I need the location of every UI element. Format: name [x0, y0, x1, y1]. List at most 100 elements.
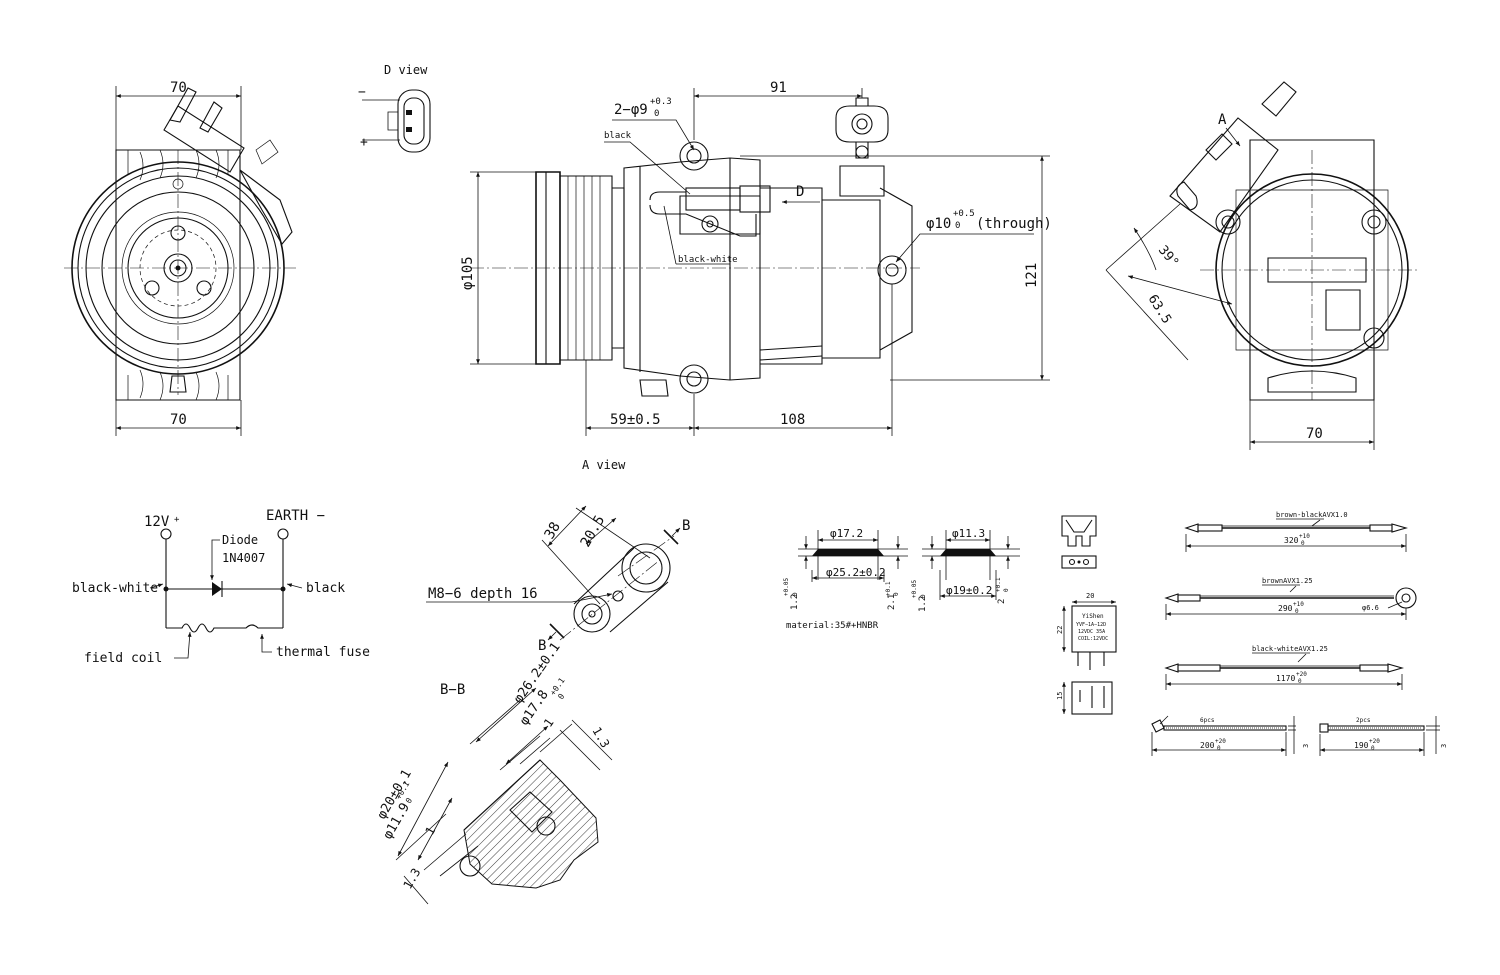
- bb-d178-tol-lower: 0: [556, 692, 566, 701]
- wire-black-white-label: black-white: [678, 255, 738, 265]
- ring2-width-upper: +0.1: [995, 577, 1002, 592]
- section-b-bottom: B: [538, 638, 546, 654]
- rear-view: A 39° 63.5 70: [1105, 81, 1420, 450]
- ring1-inner: φ25.2±0.2: [826, 566, 886, 579]
- tie2-width: 3: [1440, 744, 1448, 748]
- side-dim-121: 121: [1024, 263, 1040, 288]
- circuit-diode-model: 1N4007: [222, 551, 265, 565]
- ring1-thick-upper: +0.05: [783, 578, 790, 596]
- cable1-length: 320: [1284, 536, 1299, 545]
- tie1-width: 3: [1302, 744, 1310, 748]
- cable-tie-1: 6pcs 200 +20 0 3: [1151, 715, 1310, 756]
- d-view-title: D view: [384, 63, 428, 77]
- ring1-thick: 1.2: [790, 594, 800, 610]
- bb-d119-tol-lower: 0: [404, 796, 414, 805]
- tie1-qty: 6pcs: [1200, 717, 1215, 724]
- cable2-eye: φ6.6: [1362, 604, 1379, 612]
- bb-dim-13-top: 1.3: [589, 725, 612, 751]
- cable1-tol-lower: 0: [1301, 540, 1305, 547]
- through-suffix: (through): [976, 216, 1052, 232]
- ring1-width: 2.1: [887, 594, 897, 610]
- tie2-qty: 2pcs: [1356, 717, 1371, 724]
- relay-height: 22: [1056, 626, 1064, 634]
- section-bb-title: B−B: [440, 682, 465, 698]
- d-view-minus: −: [358, 85, 366, 100]
- wire-black-label: black: [604, 131, 632, 141]
- circuit-diagram: 12V + EARTH − Diode 1N4007 black-white b…: [72, 508, 370, 666]
- ring2-width: 2: [997, 599, 1007, 604]
- view-arrow-a: A: [1218, 112, 1227, 128]
- fuse-and-relay: 20 YiShen YVF−1A−12D 12VDC 35A COIL:12VD…: [1056, 515, 1117, 715]
- cable2-tol-lower: 0: [1295, 608, 1299, 615]
- hole-tol-lower: 0: [654, 109, 659, 119]
- oring-material: material:35#+HNBR: [786, 621, 879, 631]
- cable2-length: 290: [1278, 604, 1293, 613]
- cable1-tol-upper: +10: [1299, 533, 1310, 540]
- front-view: 70 70: [64, 80, 296, 436]
- through-tol-lower: 0: [955, 221, 960, 231]
- bb-dim-1-bottom: 1: [422, 824, 438, 837]
- a-dim-205: 20.5: [578, 513, 609, 550]
- circuit-diode: Diode: [222, 533, 258, 547]
- relay-spec1: 12VDC 35A: [1078, 629, 1105, 635]
- ring1-outer: φ17.2: [830, 527, 863, 540]
- section-b-top: B: [682, 518, 690, 534]
- tie2-length: 190: [1354, 741, 1369, 750]
- cable3-length: 1170: [1276, 674, 1295, 683]
- bb-dim-13-bottom: 1.3: [400, 866, 423, 892]
- a-view-title: A view: [582, 458, 626, 472]
- cable-tie-2: 2pcs 190 +20 0 3: [1319, 716, 1448, 756]
- tie1-tol-lower: 0: [1217, 745, 1221, 752]
- ring2-thick-lower: 0: [920, 594, 927, 598]
- a-dim-38: 38: [542, 519, 564, 542]
- circuit-plus: +: [174, 515, 180, 525]
- ring2-thick-upper: +0.05: [911, 580, 918, 598]
- relay-model: YVF−1A−12D: [1076, 622, 1106, 628]
- circuit-earth: EARTH −: [266, 508, 325, 524]
- cable-2: brownAVX1.25 φ6.6 290 +10 0: [1164, 577, 1417, 620]
- ring2-width-lower: 0: [1003, 588, 1010, 592]
- tie2-tol-upper: +20: [1369, 738, 1380, 745]
- rear-dim-70: 70: [1306, 426, 1323, 442]
- through-label: φ10: [926, 216, 951, 232]
- a-thread: M8−6 depth 16: [428, 586, 538, 602]
- front-dim-top: 70: [170, 80, 187, 96]
- ring1-width-upper: +0.1: [885, 581, 892, 596]
- view-arrow-d: D: [796, 184, 804, 200]
- cable-3: black-whiteAVX1.25 1170 +20 0: [1164, 645, 1405, 690]
- cable2-tol-upper: +10: [1293, 601, 1304, 608]
- side-dia-105: φ105: [460, 256, 476, 290]
- side-view: 91 2−φ9 +0.3 0 black black-white D φ105 …: [460, 80, 1052, 436]
- tie2-tol-lower: 0: [1371, 745, 1375, 752]
- cable1-label: brown-blackAVX1.0: [1276, 511, 1348, 519]
- ring1-thick-lower: 0: [792, 592, 799, 596]
- ring2-outer: φ11.3: [952, 527, 985, 540]
- front-dim-bottom: 70: [170, 412, 187, 428]
- ring2-thick: 1.2: [918, 596, 928, 612]
- ring2-inner: φ19±0.2: [946, 584, 992, 597]
- hole-tol-upper: +0.3: [650, 97, 672, 107]
- circuit-black-white: black-white: [72, 581, 158, 596]
- side-dim-59: 59±0.5: [610, 412, 661, 428]
- circuit-field-coil: field coil: [84, 651, 162, 666]
- tie1-tol-upper: +20: [1215, 738, 1226, 745]
- rear-angle: 39°: [1155, 243, 1182, 271]
- orings: φ17.2 φ25.2±0.2 1.2 +0.05 0 2.1 +0.1 0 m…: [783, 527, 1020, 631]
- circuit-12v: 12V: [144, 514, 170, 530]
- cable3-tol-lower: 0: [1298, 678, 1302, 685]
- tie1-length: 200: [1200, 741, 1215, 750]
- rear-dim-635: 63.5: [1145, 292, 1174, 327]
- through-tol-upper: +0.5: [953, 209, 975, 219]
- cable-1: brown-blackAVX1.0 320 +10 0: [1184, 511, 1409, 552]
- ring1-width-lower: 0: [893, 592, 900, 596]
- cable3-label: black-whiteAVX1.25: [1252, 645, 1328, 653]
- relay-base-height: 15: [1056, 692, 1064, 700]
- relay-brand: YiShen: [1082, 613, 1104, 620]
- hole-label: 2−φ9: [614, 102, 648, 118]
- d-view: D view − +: [358, 63, 431, 153]
- a-view: A view 38 20.5 B B M8−6 depth 16: [426, 458, 690, 654]
- circuit-thermal-fuse: thermal fuse: [276, 645, 370, 660]
- d-view-plus: +: [360, 135, 368, 150]
- relay-width: 20: [1086, 592, 1094, 600]
